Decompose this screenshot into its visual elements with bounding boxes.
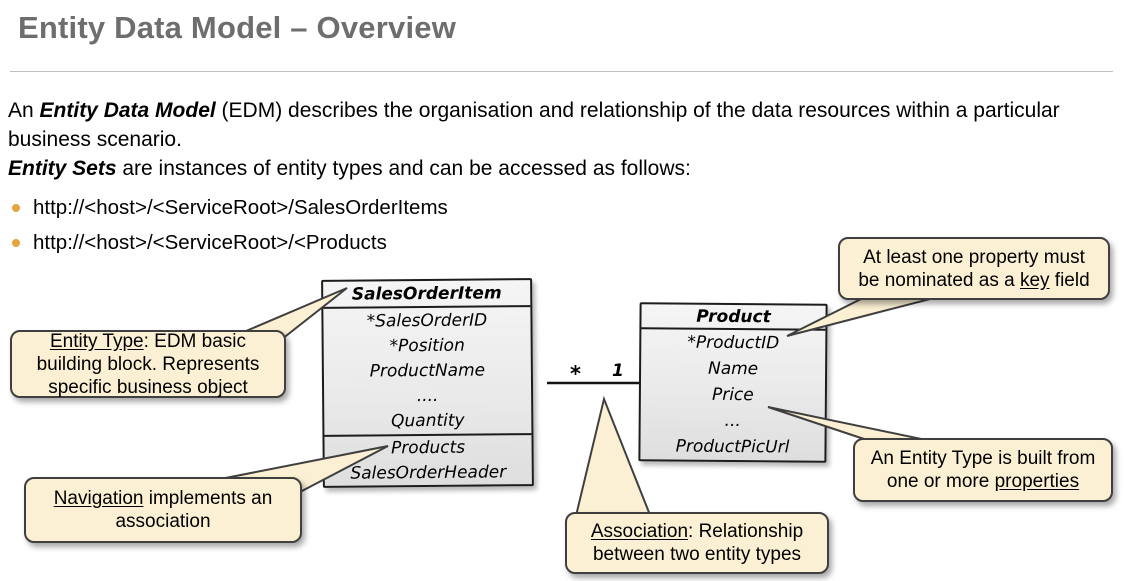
entity-property-row: *SalesOrderID xyxy=(366,310,488,332)
callout-association-text: Association: Relationship between two en… xyxy=(577,520,817,566)
entity-navigation-list: Products SalesOrderHeader xyxy=(324,435,531,486)
entity-box-product: Product *ProductID Name Price ... Produc… xyxy=(638,302,828,463)
bullet-dot-icon xyxy=(12,238,20,247)
callout-navigation-rest: implements an association xyxy=(115,488,273,532)
callout-key-field-pre: At least one property must be nominated … xyxy=(858,246,1085,291)
entity-property-row: ... xyxy=(724,410,741,432)
callout-entity-type: Entity Type: EDM basic building block. R… xyxy=(10,330,286,398)
callout-key-field-text: At least one property must be nominated … xyxy=(850,246,1098,292)
intro-paragraph-rest: (EDM) describes the organisation and rel… xyxy=(8,99,1060,151)
entity-property-list: *ProductID Name Price ... ProductPicUrl xyxy=(640,329,825,460)
callout-entity-type-rest: : EDM basic building block. Represents s… xyxy=(36,330,260,398)
callout-entity-type-underline: Entity Type xyxy=(49,330,144,352)
title-separator xyxy=(10,71,1113,72)
bullet-item: http://<host>/<ServiceRoot>/<Products xyxy=(12,230,448,255)
callout-entity-type-text: Entity Type: EDM basic building block. R… xyxy=(22,330,274,399)
callout-key-field: At least one property must be nominated … xyxy=(838,237,1110,300)
service-url-sales-order-items: http://<host>/<ServiceRoot>/SalesOrderIt… xyxy=(33,195,448,219)
intro-paragraph-emphasis: Entity Data Model xyxy=(39,99,216,122)
bullet-dot-icon xyxy=(12,203,20,212)
entity-property-row: .... xyxy=(416,386,439,407)
entity-box-salesorderitem: SalesOrderItem *SalesOrderID *Position P… xyxy=(321,278,534,488)
callout-key-field-underline: key xyxy=(1019,269,1050,291)
intro-paragraph: An Entity Data Model (EDM) describes the… xyxy=(8,96,1120,154)
intro-entity-sets-line: Entity Sets are instances of entity type… xyxy=(8,154,1120,183)
entity-property-row: *ProductID xyxy=(687,332,780,354)
page-title: Entity Data Model – Overview xyxy=(18,10,457,45)
callout-properties-underline: properties xyxy=(994,471,1080,492)
callout-association: Association: Relationship between two en… xyxy=(565,512,829,574)
entity-box-title: SalesOrderItem xyxy=(323,280,531,309)
bullet-item: http://<host>/<ServiceRoot>/SalesOrderIt… xyxy=(12,195,448,220)
intro-paragraph-pre: An xyxy=(8,99,40,122)
entity-sets-emphasis: Entity Sets xyxy=(8,157,117,180)
association-cardinality-one: 1 xyxy=(612,361,624,381)
entity-sets-rest: are instances of entity types and can be… xyxy=(116,157,691,180)
association-cardinality-many: * xyxy=(570,362,581,386)
intro-text: An Entity Data Model (EDM) describes the… xyxy=(8,96,1120,183)
callout-association-rest: : Relationship between two entity types xyxy=(592,521,804,565)
bullet-list: http://<host>/<ServiceRoot>/SalesOrderIt… xyxy=(12,195,448,265)
callout-key-field-post: field xyxy=(1049,269,1090,291)
entity-box-title: Product xyxy=(641,304,826,331)
entity-navigation-row: Products xyxy=(390,437,466,459)
callout-navigation-text: Navigation implements an association xyxy=(36,487,290,533)
entity-property-list: *SalesOrderID *Position ProductName ....… xyxy=(323,307,532,437)
entity-property-row: ProductName xyxy=(369,360,486,382)
entity-property-row: Quantity xyxy=(391,411,465,432)
entity-property-row: *Position xyxy=(389,335,465,357)
entity-property-row: Price xyxy=(711,384,754,406)
callout-properties-text: An Entity Type is built from one or more… xyxy=(865,447,1101,493)
entity-property-row: Name xyxy=(707,358,759,380)
service-url-products: http://<host>/<ServiceRoot>/<Products xyxy=(33,230,387,254)
callout-association-underline: Association xyxy=(590,521,689,542)
callout-navigation: Navigation implements an association xyxy=(24,477,302,543)
entity-property-row: ProductPicUrl xyxy=(675,436,790,458)
callout-properties-pre: An Entity Type is built from one or more xyxy=(870,448,1096,492)
callout-navigation-underline: Navigation xyxy=(53,488,144,509)
entity-navigation-row: SalesOrderHeader xyxy=(350,462,507,484)
callout-properties: An Entity Type is built from one or more… xyxy=(853,438,1113,502)
